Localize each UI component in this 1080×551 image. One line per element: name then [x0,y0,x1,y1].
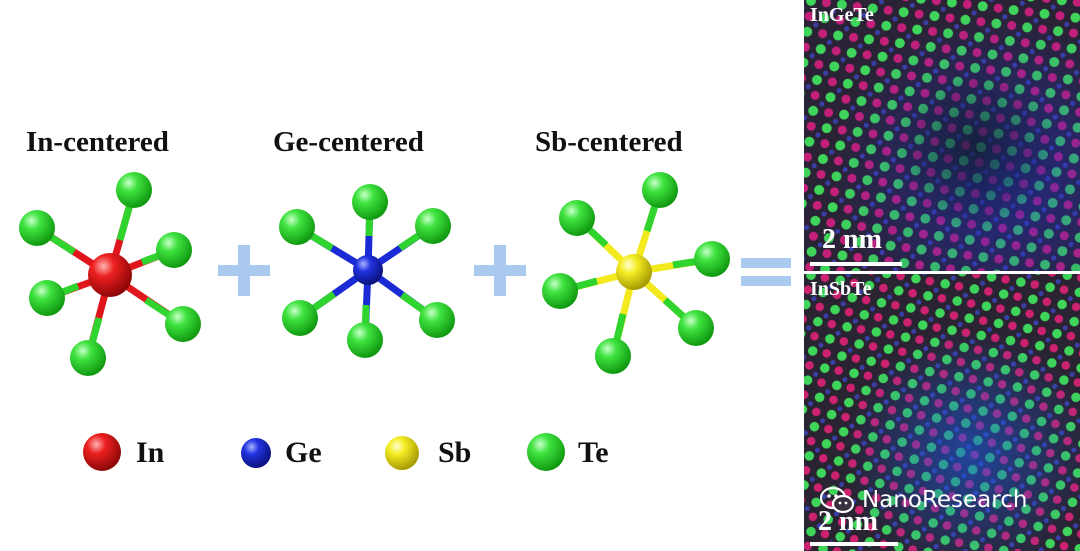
insbte-label: InSbTe [810,278,872,301]
te-atom [279,209,315,245]
legend-label-sb: Sb [438,436,471,470]
te-atom [282,300,318,336]
te-atom [347,322,383,358]
te-atom [542,273,578,309]
insbte-scale-bar [810,542,898,546]
te-atom [29,280,65,316]
sb-centered-structure [542,172,730,374]
coordination-diagram [0,0,800,551]
legend-label-in: In [136,436,164,470]
ge-atom [353,255,383,285]
legend-label-te: Te [578,436,609,470]
te-atom [352,184,388,220]
in-atom [88,253,132,297]
plus-icon [474,245,526,296]
te-atom [165,306,201,342]
plus-icon [218,245,270,296]
ingete-micrograph: InGeTe 2 nm [804,0,1080,271]
ingete-scale-bar [810,262,902,266]
watermark-text: NanoResearch [862,487,1027,513]
te-atom [415,208,451,244]
legend-te-sphere [527,433,565,471]
te-atom [156,232,192,268]
in-centered-structure [19,172,201,376]
legend-in-sphere [83,433,121,471]
te-atom [419,302,455,338]
te-atom [19,210,55,246]
equals-icon [741,258,791,286]
wechat-icon [820,486,854,514]
watermark: NanoResearch [820,486,1027,514]
te-atom [678,310,714,346]
te-atom [595,338,631,374]
ingete-label: InGeTe [810,4,874,27]
ge-centered-structure [279,184,455,358]
legend-sb-sphere [385,436,419,470]
legend-label-ge: Ge [285,436,322,470]
ingete-scale-text: 2 nm [822,224,882,256]
te-atom [642,172,678,208]
te-atom [116,172,152,208]
legend-ge-sphere [241,438,271,468]
te-atom [694,241,730,277]
te-atom [70,340,106,376]
te-atom [559,200,595,236]
sb-atom [616,254,652,290]
